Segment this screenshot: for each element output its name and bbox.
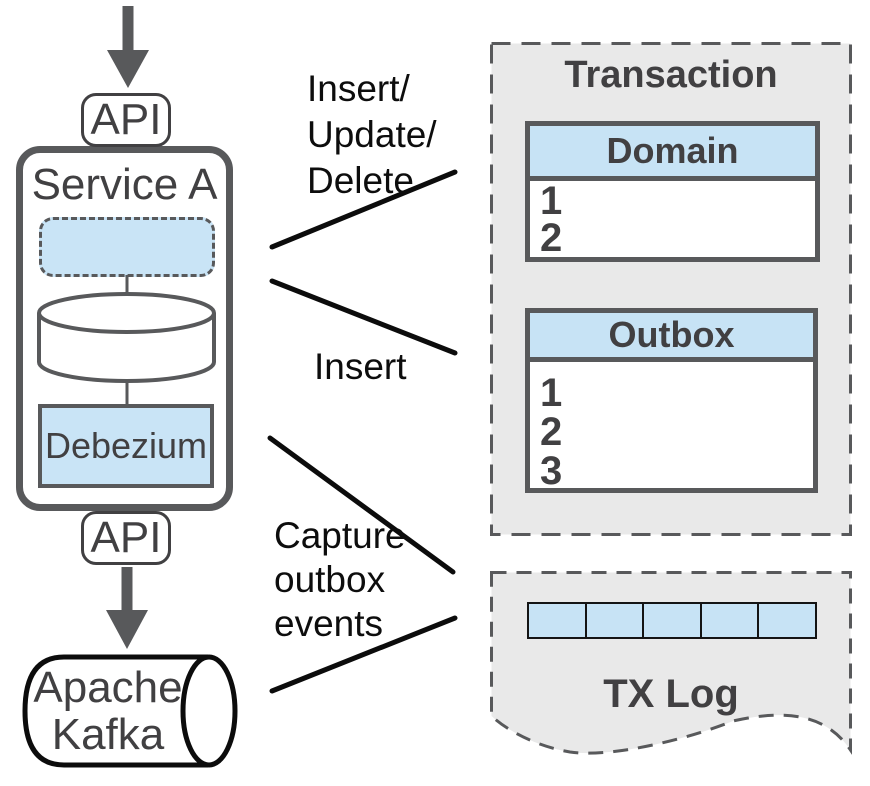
transaction-title: Transaction	[564, 54, 778, 96]
label-insert-update-delete: Insert/ Update/ Delete	[307, 66, 437, 204]
kafka-label: Apache Kafka	[25, 664, 191, 758]
debezium-box: Debezium	[38, 404, 214, 488]
label-line: Update/	[307, 114, 437, 155]
txlog-title: TX Log	[603, 672, 739, 716]
txlog-cell	[584, 602, 645, 639]
outbox-table-title: Outbox	[608, 314, 735, 355]
label-line: events	[274, 603, 384, 644]
kafka-label-line1: Apache	[33, 663, 183, 712]
txlog-cells	[527, 602, 817, 639]
outbox-table-header: Outbox	[530, 313, 813, 362]
domain-table-header: Domain	[530, 126, 815, 181]
api-bottom-label: API	[90, 513, 162, 562]
outbox-table-body: 1 2 3	[530, 362, 813, 491]
label-line: outbox	[274, 559, 386, 600]
domain-table-body: 1 2	[530, 179, 815, 260]
txlog-cell	[699, 602, 760, 639]
label-line: Delete	[307, 160, 414, 201]
txlog-cell	[757, 602, 817, 639]
label-insert: Insert	[314, 346, 407, 387]
outbox-table: Outbox 1 2 3	[525, 308, 818, 493]
kafka-label-line2: Kafka	[51, 710, 165, 759]
api-bottom-box: API	[81, 511, 171, 565]
label-line: Capture	[274, 515, 406, 556]
label-capture-outbox-events: Capture outbox events	[274, 514, 406, 646]
table-row: 2	[540, 216, 563, 260]
txlog-cell	[527, 602, 587, 639]
txlog-panel	[490, 571, 852, 755]
txlog-cell	[642, 602, 702, 639]
table-row: 1	[540, 179, 563, 223]
table-row: 1	[540, 371, 563, 415]
outbox-module-box	[39, 217, 215, 277]
api-top-box: API	[81, 93, 171, 147]
api-top-label: API	[90, 95, 162, 144]
table-row: 3	[540, 449, 563, 493]
debezium-label: Debezium	[44, 425, 208, 466]
table-row: 2	[540, 410, 563, 454]
domain-table-title: Domain	[606, 130, 739, 171]
domain-table: Domain 1 2	[525, 121, 820, 262]
label-line: Insert/	[307, 68, 410, 109]
service-title: Service A	[31, 160, 218, 209]
